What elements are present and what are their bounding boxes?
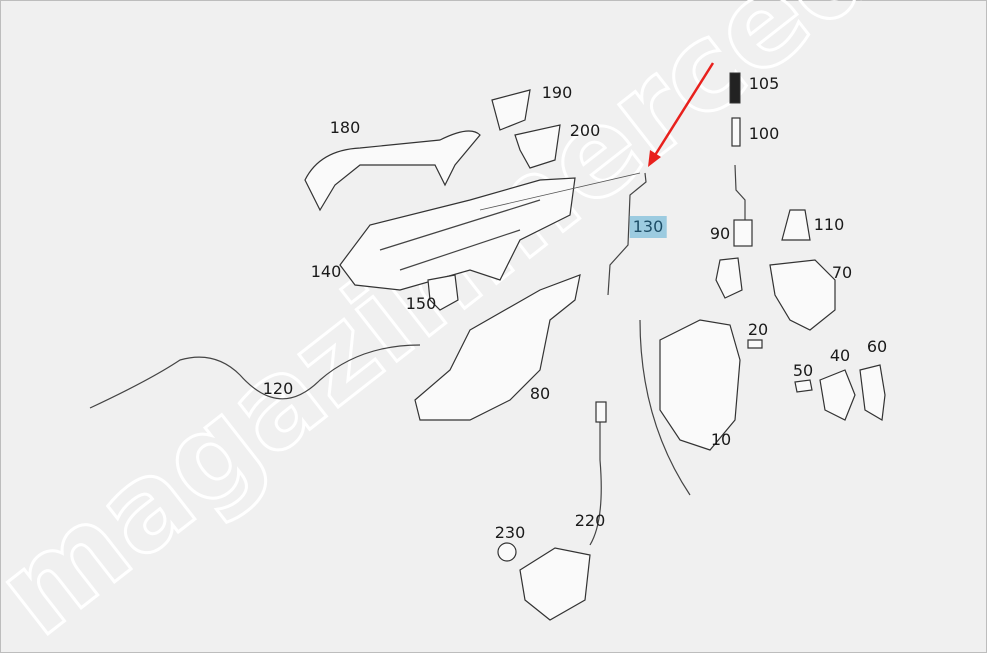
- part-105[interactable]: [729, 72, 741, 104]
- part-10-door-lock[interactable]: [659, 319, 741, 451]
- part-60[interactable]: [859, 364, 886, 421]
- part-140-handle-carrier[interactable]: [339, 177, 576, 291]
- part-230-grommet[interactable]: [497, 542, 517, 562]
- part-130-rod[interactable]: [607, 172, 647, 296]
- part-40[interactable]: [819, 369, 856, 421]
- part-90-connector[interactable]: [715, 257, 743, 299]
- label-230[interactable]: 230: [494, 523, 526, 542]
- label-110[interactable]: 110: [813, 215, 845, 234]
- part-220-connector[interactable]: [595, 401, 607, 423]
- part-200[interactable]: [514, 124, 561, 169]
- label-40[interactable]: 40: [829, 346, 851, 365]
- part-cable-10[interactable]: [639, 319, 691, 496]
- label-130-highlighted[interactable]: 130: [629, 216, 667, 238]
- label-180[interactable]: 180: [329, 118, 361, 137]
- part-20-screw[interactable]: [747, 339, 763, 349]
- label-105[interactable]: 105: [748, 74, 780, 93]
- part-150[interactable]: [427, 274, 459, 311]
- part-220-cable[interactable]: [589, 410, 602, 546]
- label-140[interactable]: 140: [310, 262, 342, 281]
- part-actuator[interactable]: [519, 547, 591, 621]
- label-220[interactable]: 220: [574, 511, 606, 530]
- label-90[interactable]: 90: [709, 224, 731, 243]
- label-120[interactable]: 120: [262, 379, 294, 398]
- pointer-arrow: [648, 62, 715, 167]
- label-80[interactable]: 80: [529, 384, 551, 403]
- label-190[interactable]: 190: [541, 83, 573, 102]
- part-80-bracket[interactable]: [414, 274, 581, 421]
- label-100[interactable]: 100: [748, 124, 780, 143]
- label-50[interactable]: 50: [792, 361, 814, 380]
- part-100[interactable]: [731, 117, 741, 147]
- part-180-door-handle[interactable]: [304, 130, 481, 212]
- part-120-cable[interactable]: [89, 344, 421, 409]
- label-60[interactable]: 60: [866, 337, 888, 356]
- part-90[interactable]: [733, 219, 753, 247]
- label-70[interactable]: 70: [831, 263, 853, 282]
- label-200[interactable]: 200: [569, 121, 601, 140]
- part-190[interactable]: [491, 89, 531, 131]
- label-150[interactable]: 150: [405, 294, 437, 313]
- part-110-boot[interactable]: [781, 209, 811, 241]
- part-50-screw[interactable]: [794, 379, 813, 393]
- label-20[interactable]: 20: [747, 320, 769, 339]
- label-10[interactable]: 10: [710, 430, 732, 449]
- part-70[interactable]: [769, 259, 836, 331]
